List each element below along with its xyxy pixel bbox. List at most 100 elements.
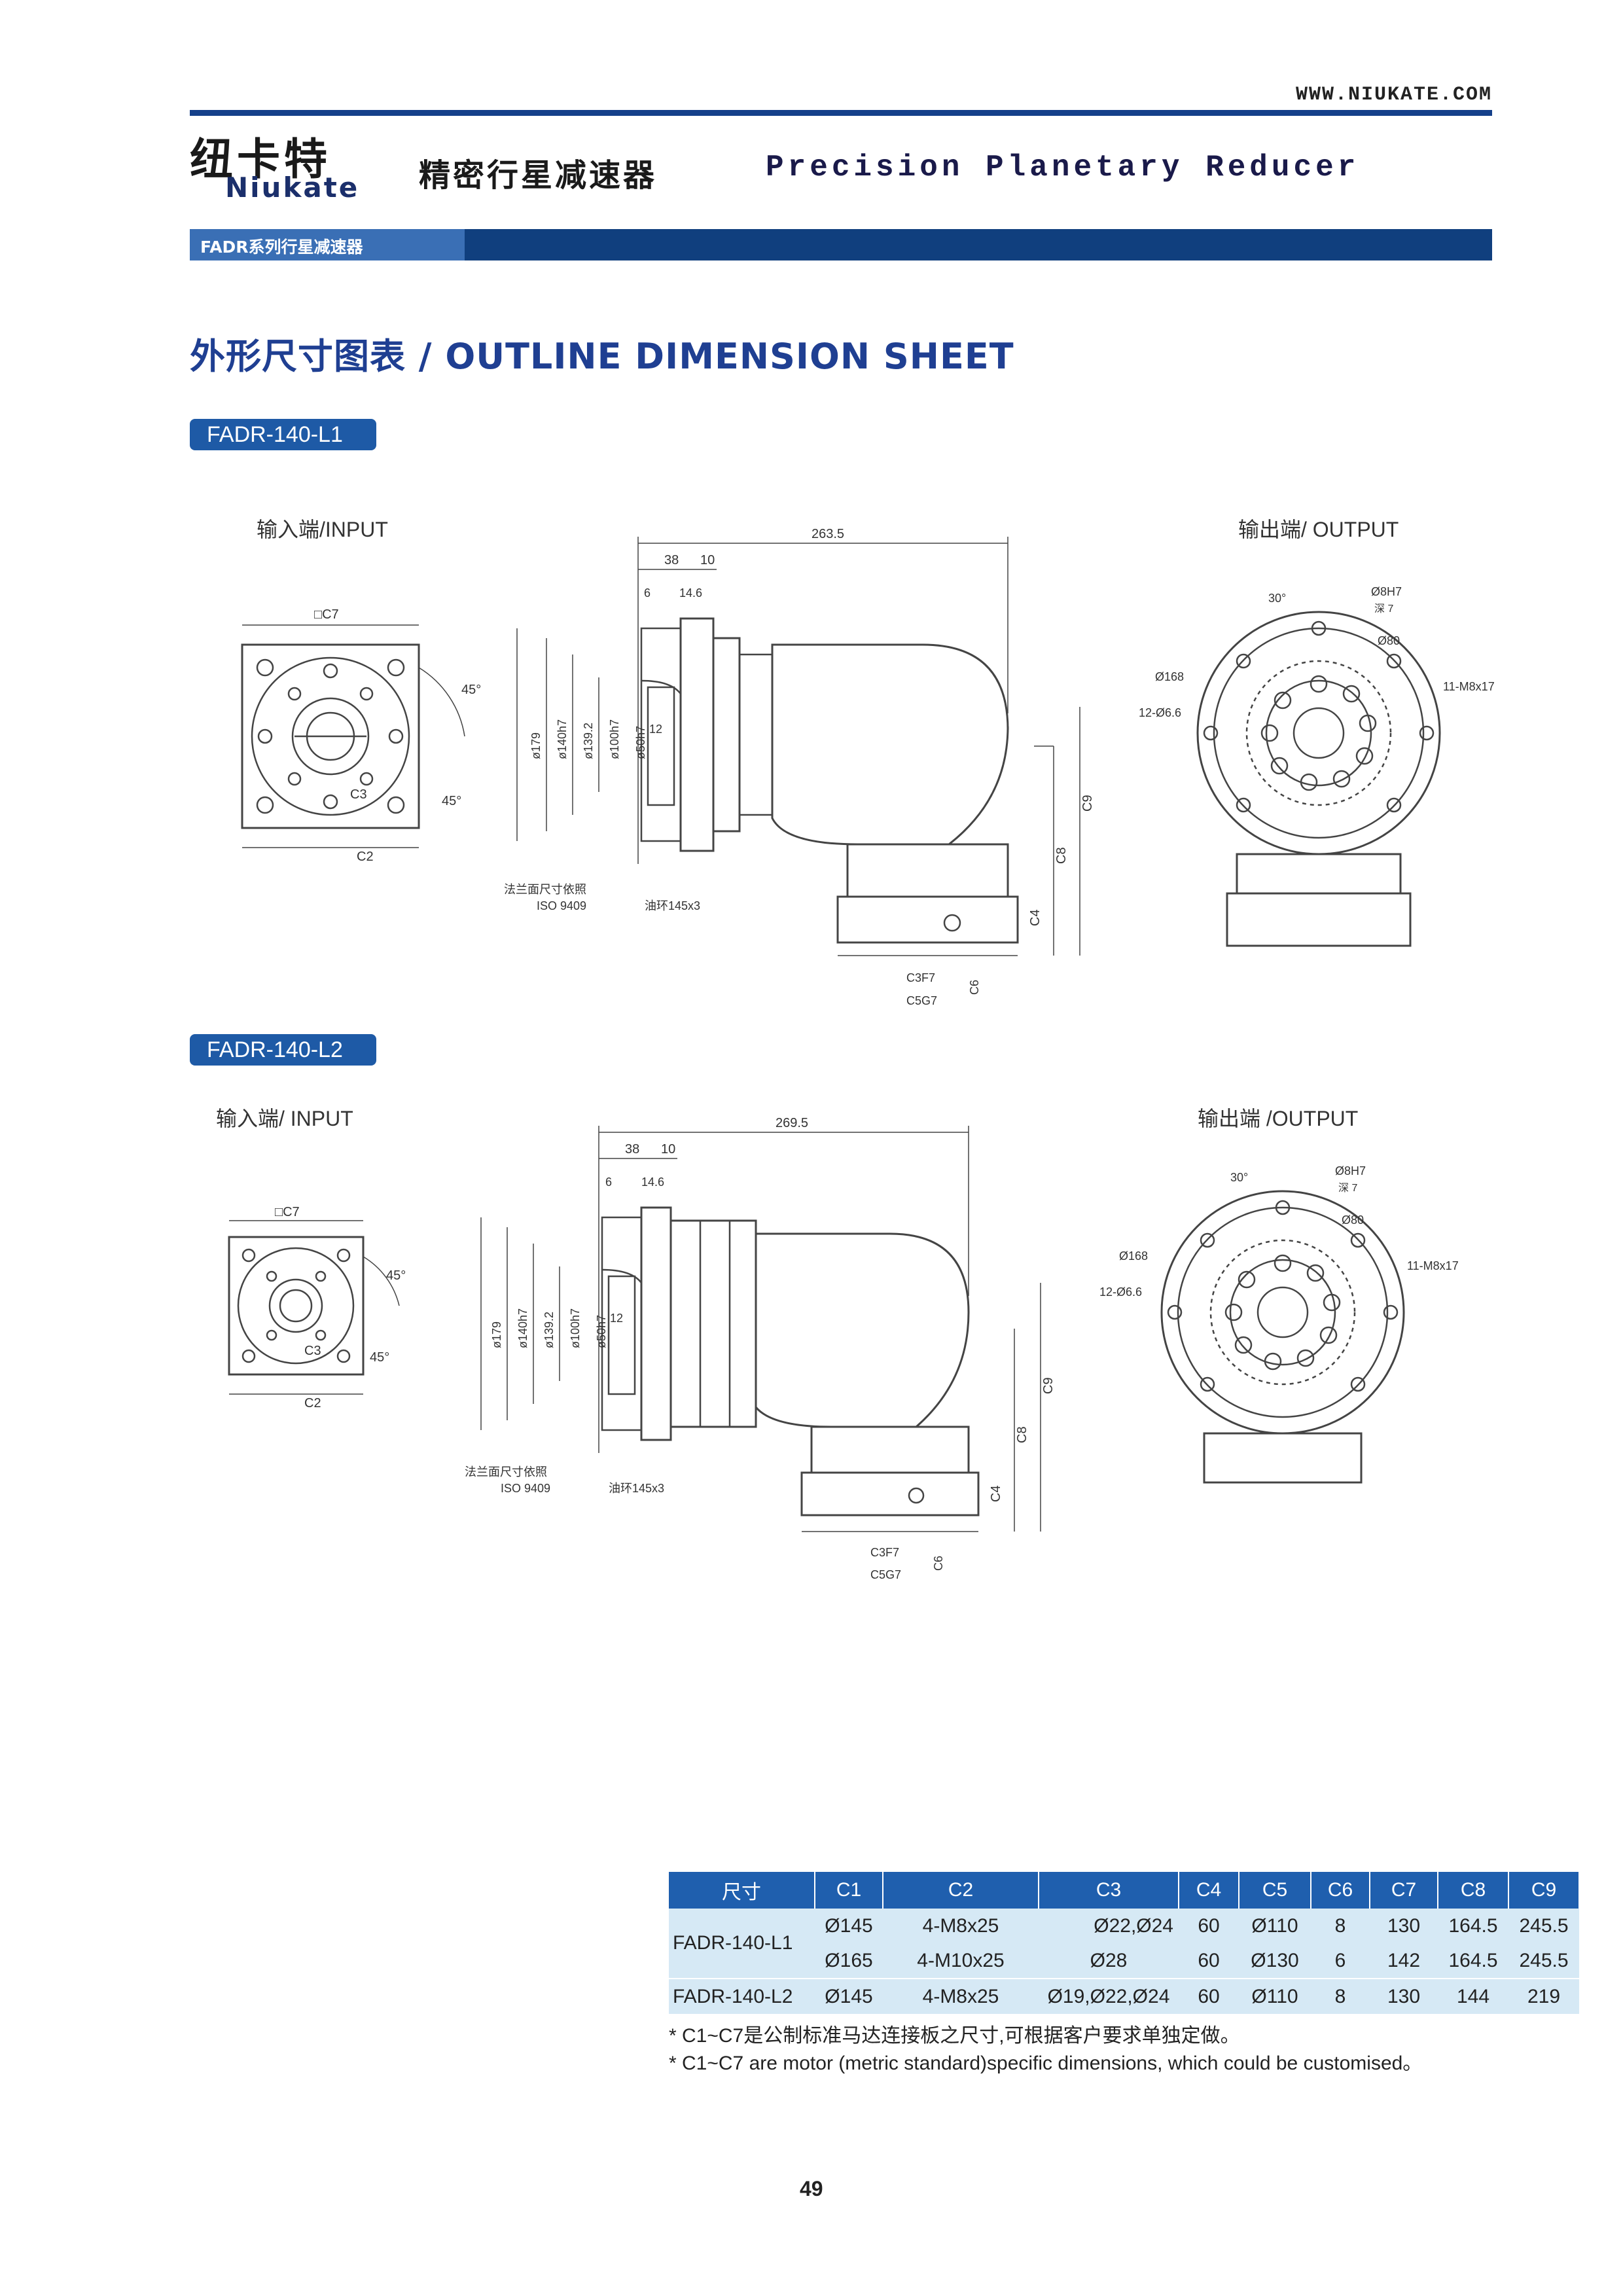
dim-d179: ø179 [490,1321,503,1348]
side-view: 269.5 38 10 6 14.6 ø179 ø140h7 ø139.2 ø1… [465,1116,1056,1581]
output-label: 输出端/ OUTPUT [1238,518,1399,541]
table-cell-model: FADR-140-L2 [669,1978,815,2014]
dim-d100: ø100h7 [569,1308,582,1348]
output-view: 30° Ø8H7 深 7 Ø80 Ø168 12-Ø6.6 11-M8x17 [1099,1164,1459,1484]
o30-label: 30° [1268,592,1286,605]
table-cell: Ø28 [1039,1943,1179,1979]
c2-label: C2 [304,1396,321,1410]
catalog-title-cn: 精密行星减速器 [419,157,658,194]
dim-6: 6 [644,586,651,600]
dim-6: 6 [605,1175,612,1189]
table-cell: 142 [1370,1943,1438,1979]
dim-d179: ø179 [529,732,543,759]
table-header: C9 [1508,1872,1580,1909]
spec-table: 尺寸 C1 C2 C3 C4 C5 C6 C7 C8 C9 FADR-140-L… [669,1872,1580,2014]
table-cell: Ø110 [1239,1909,1311,1943]
iso-note: ISO 9409 [501,1482,550,1495]
output-label: 输出端 /OUTPUT [1198,1107,1358,1130]
dim-d50: ø50h7 [634,726,647,759]
table-row: Ø165 4-M10x25 Ø28 60 Ø130 6 142 164.5 24… [669,1943,1579,1979]
dim-38: 38 [625,1142,639,1157]
table-cell: 60 [1179,1909,1239,1943]
o8h7-label: Ø8H7 [1371,585,1402,598]
table-header: C2 [883,1872,1039,1909]
dim-10: 10 [700,553,715,567]
table-cell: Ø110 [1239,1978,1311,2014]
dim-14-6: 14.6 [641,1175,664,1189]
c3f7-label: C3F7 [906,971,935,984]
dim-d140: ø140h7 [516,1308,529,1348]
table-header-row: 尺寸 C1 C2 C3 C4 C5 C6 C7 C8 C9 [669,1872,1580,1909]
c6-label: C6 [968,980,981,995]
table-header: C3 [1039,1872,1179,1909]
c2-label: C2 [357,850,374,864]
o11-label: 11-M8x17 [1443,680,1495,693]
o11-label: 11-M8x17 [1407,1259,1459,1272]
table-cell: Ø165 [815,1943,883,1979]
table-header: C4 [1179,1872,1240,1909]
catalog-title-en: Precision Planetary Reducer [766,151,1360,185]
table-cell: 60 [1179,1943,1239,1979]
output-view: 30° Ø8H7 深 7 Ø80 Ø168 12-Ø6.6 11-M8x17 [1139,585,1495,947]
dim-d139-2: ø139.2 [582,723,595,759]
note-en: * C1~C7 are motor (metric standard)speci… [669,2053,1423,2074]
logo-english: Niukate [225,171,360,204]
table-header: C7 [1370,1872,1438,1909]
angle-label-2: 45° [442,794,461,808]
input-view: □C7 C2 C3 45° 45° [241,607,481,864]
c3f7-label: C3F7 [870,1546,899,1559]
table-cell: 6 [1311,1943,1370,1979]
page-number: 49 [800,2177,823,2200]
series-chip [190,229,465,260]
dim-12: 12 [649,723,662,736]
note-cn: * C1~C7是公制标准马达连接板之尺寸,可根据客户要求单独定做。 [669,2025,1240,2047]
dim-14-6: 14.6 [679,586,702,600]
table-row: FADR-140-L2 Ø145 4-M8x25 Ø19,Ø22,Ø24 60 … [669,1978,1579,2014]
table-cell: 4-M8x25 [883,1909,1039,1943]
drawing-l1: 输入端/INPUT 输出端/ OUTPUT □C7 C2 C3 45° 45° [183,497,1495,1041]
overall-length: 263.5 [812,527,844,541]
c6-label: C6 [932,1556,945,1571]
table-header: C1 [815,1872,883,1909]
o8h7-label: Ø8H7 [1335,1164,1366,1177]
c9-label: C9 [1041,1377,1056,1394]
dim-10: 10 [661,1142,675,1157]
o12-label: 12-Ø6.6 [1099,1285,1142,1299]
table-cell: 245.5 [1508,1909,1579,1943]
header-rule [190,110,1492,116]
website-url: WWW.NIUKATE.COM [1296,84,1493,106]
dim-12: 12 [610,1312,623,1325]
oring-note: 油环145x3 [645,899,700,912]
table-cell: Ø145 [815,1909,883,1943]
sheet-title: 外形尺寸图表 / OUTLINE DIMENSION SHEET [190,336,1014,377]
table-cell: 219 [1508,1978,1579,2014]
dim-d139-2: ø139.2 [543,1312,556,1348]
depth-label: 深 7 [1338,1182,1357,1194]
table-header: C6 [1311,1872,1370,1909]
table-row: FADR-140-L1 Ø145 4-M8x25 Ø22,Ø24 60 Ø110… [669,1909,1579,1979]
series-label: FADR系列行星减速器 [200,238,363,257]
c7-label: □C7 [314,607,339,622]
input-label: 输入端/ INPUT [216,1107,353,1130]
table-cell: 8 [1311,1978,1370,2014]
oring-note: 油环145x3 [609,1482,664,1495]
dim-d50: ø50h7 [595,1315,608,1348]
o168-label: Ø168 [1155,670,1184,683]
table-cell: 164.5 [1438,1909,1508,1943]
angle-label: 45° [386,1268,406,1283]
c4-label: C4 [989,1485,1003,1502]
angle-label-2: 45° [370,1350,389,1365]
c8-label: C8 [1054,847,1069,864]
table-header: C8 [1438,1872,1509,1909]
o168-label: Ø168 [1119,1249,1148,1263]
c5g7-label: C5G7 [870,1568,901,1581]
table-cell: Ø130 [1239,1943,1311,1979]
dim-d100: ø100h7 [608,719,621,759]
table-cell: 8 [1311,1909,1370,1943]
side-view: 263.5 38 10 6 14.6 ø179 ø140h7 ø139.2 ø1… [504,527,1095,1007]
flange-note: 法兰面尺寸依照 [504,883,586,896]
drawing-l2: 输入端/ INPUT 输出端 /OUTPUT □C7 C2 C3 45° 45°… [183,1086,1486,1623]
table-header: 尺寸 [669,1872,815,1909]
table-cell: 130 [1370,1909,1438,1943]
table-cell: 144 [1438,1978,1508,2014]
